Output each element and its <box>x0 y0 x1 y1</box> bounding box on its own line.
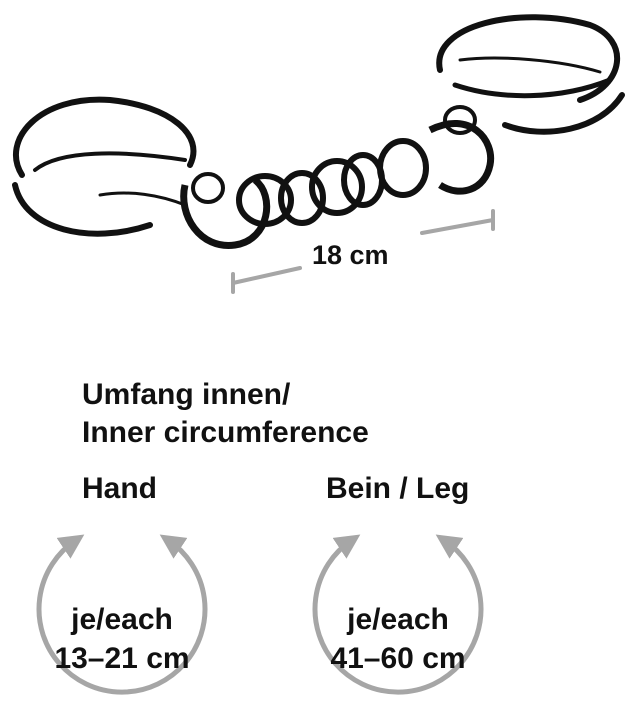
hand-circumference-arrow-icon <box>36 534 208 695</box>
leg-size-line1: je/each <box>347 603 449 636</box>
leg-circumference-arrow-icon <box>312 534 484 695</box>
section-title-line1: Umfang innen/ <box>82 378 291 411</box>
leg-size-line2: 41–60 cm <box>330 642 466 675</box>
chain-icon <box>180 105 495 249</box>
left-cuff-icon <box>12 96 197 237</box>
dimension-line <box>231 209 495 294</box>
hand-size-line1: je/each <box>71 603 173 636</box>
leg-label: Bein / Leg <box>326 472 470 505</box>
right-cuff-icon <box>436 14 625 135</box>
section-title-line2: Inner circumference <box>82 416 369 449</box>
hand-size-line2: 13–21 cm <box>54 642 190 675</box>
chain-length-label: 18 cm <box>312 240 389 270</box>
hand-label: Hand <box>82 472 157 505</box>
